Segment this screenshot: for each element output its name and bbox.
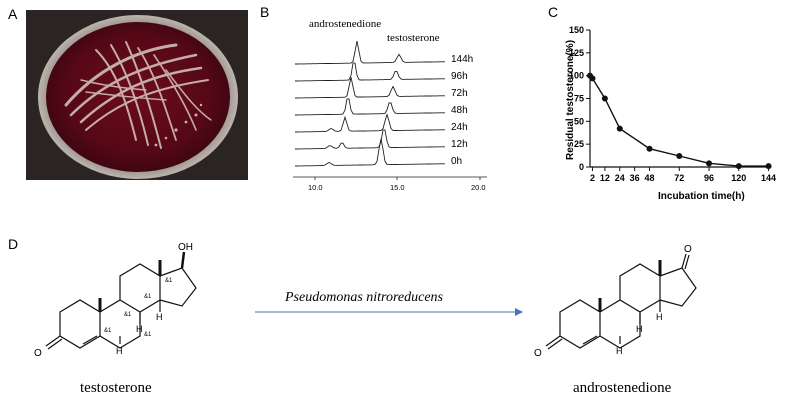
trace-label: 24h — [451, 122, 468, 133]
androstenedione-h-label-1: H — [636, 324, 643, 334]
chromatogram-trace — [295, 77, 445, 99]
y-tick-label: 50 — [574, 116, 584, 126]
x-tick-label: 12 — [600, 173, 610, 183]
chromatogram-trace — [295, 138, 445, 167]
chromatogram-tick-15: 15.0 — [390, 183, 405, 192]
trace-label: 96h — [451, 71, 468, 82]
stereo-label-3: &1 — [144, 294, 152, 300]
trace-label: 144h — [451, 54, 473, 65]
androstenedione-h-label-3: H — [616, 346, 623, 356]
reaction-scheme: OH O H H H &1 &1 &1 &1 &1 O O H H H — [34, 242, 697, 359]
y-tick-label: 150 — [569, 25, 584, 35]
x-tick-label: 2 — [590, 173, 595, 183]
chromatogram-trace — [295, 113, 445, 133]
panel-letter-d: D — [8, 236, 19, 252]
testosterone-o-label: O — [34, 348, 42, 359]
x-tick-label: 24 — [615, 173, 625, 183]
chromatogram-trace — [295, 41, 445, 65]
testosterone-structure — [45, 251, 197, 350]
chromatogram-trace — [295, 62, 445, 82]
x-tick-label: 120 — [731, 173, 746, 183]
panel-letter-a: A — [8, 6, 18, 22]
stereo-label-4: &1 — [165, 278, 173, 284]
stereo-label-2: &1 — [124, 312, 132, 318]
stereo-label-1: &1 — [104, 328, 112, 334]
data-point — [735, 163, 742, 170]
residual-testosterone-chart: Residual testosterone(%) Incubation time… — [565, 25, 776, 202]
testosterone-h-label-1: H — [136, 324, 143, 334]
data-point — [601, 95, 608, 102]
testosterone-h-label-2: H — [156, 312, 163, 322]
testosterone-oh-label: OH — [178, 242, 193, 253]
reaction-organism-label: Pseudomonas nitroreducens — [285, 290, 443, 305]
trace-label: 0h — [451, 156, 462, 167]
data-point — [616, 125, 623, 132]
panel-letter-c: C — [548, 4, 559, 20]
panel-letter-b: B — [260, 4, 270, 20]
androstenedione-h-label-2: H — [656, 312, 663, 322]
stereo-label-5: &1 — [144, 332, 152, 338]
x-tick-label: 144 — [761, 173, 776, 183]
y-tick-label: 25 — [574, 139, 584, 149]
chart-y-label: Residual testosterone(%) — [565, 40, 576, 160]
data-point — [765, 163, 772, 170]
trace-label: 48h — [451, 105, 468, 116]
testosterone-name: testosterone — [80, 380, 152, 396]
androstenedione-o-label: O — [534, 348, 542, 359]
chromatogram-tick-20: 20.0 — [471, 183, 486, 192]
x-tick-label: 96 — [704, 173, 714, 183]
y-tick-label: 75 — [574, 94, 584, 104]
petri-dish-photo — [26, 10, 248, 180]
x-tick-label: 72 — [674, 173, 684, 183]
trace-label: 72h — [451, 88, 468, 99]
androstenedione-structure — [545, 253, 697, 350]
trace-label: 12h — [451, 139, 468, 150]
androstenedione-o-top-label: O — [684, 244, 692, 255]
chromatogram-panel: androstenedione testosterone 144h 96h 72h 4… — [293, 18, 487, 192]
y-tick-label: 0 — [579, 162, 584, 172]
x-tick-label: 36 — [630, 173, 640, 183]
y-tick-label: 100 — [569, 71, 584, 81]
chart-x-label: Incubation time(h) — [658, 191, 745, 202]
chromatogram-trace — [295, 129, 445, 150]
testosterone-peak-label: testosterone — [387, 32, 440, 44]
data-point — [706, 160, 713, 167]
androstenedione-name: androstenedione — [573, 380, 672, 396]
series-line — [589, 75, 769, 167]
androstenedione-peak-label: androstenedione — [309, 18, 381, 30]
data-point — [646, 145, 653, 152]
y-tick-label: 125 — [569, 48, 584, 58]
data-point — [589, 75, 596, 82]
data-point — [676, 153, 683, 160]
chromatogram-trace — [295, 98, 445, 116]
testosterone-h-label-3: H — [116, 346, 123, 356]
chromatogram-tick-10: 10.0 — [308, 183, 323, 192]
x-tick-label: 48 — [645, 173, 655, 183]
